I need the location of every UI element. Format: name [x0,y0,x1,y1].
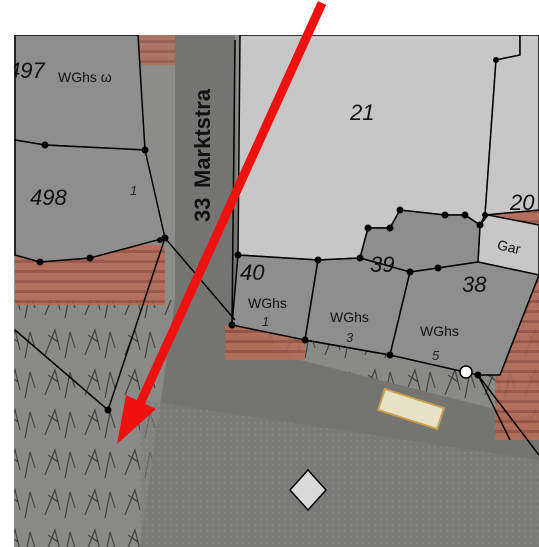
parcel-21-number: 21 [349,100,374,125]
diamond-object [288,468,328,512]
vehicle [376,387,446,431]
parcel-38-label: WGhs [420,323,459,339]
margin-top [0,0,539,35]
parcel-38-house-no: 5 [432,348,440,363]
margin-left [0,0,14,547]
street-number: 33 [190,198,215,222]
street-name: Marktstra [190,88,215,188]
parcel-39-label: WGhs [330,309,369,325]
parcel-498-number: 498 [30,185,67,210]
parcel-38-shape [389,261,539,376]
parcel-38-number: 38 [462,272,487,297]
cobble-square [140,400,539,547]
parcel-498-shape [14,139,166,263]
parcel-498-house-no: 1 [130,183,137,198]
parcel-39-house-no: 3 [346,330,354,345]
parcel-497-label: WGhs ω [58,69,112,85]
parcel-39-number: 39 [370,252,394,277]
parcel-gar-label: Gar [496,236,522,257]
parcel-40-house-no: 1 [262,314,269,329]
red-arrow-icon [117,1,327,444]
parcel-20-number: 20 [509,190,535,215]
parcel-40-label: WGhs [248,295,287,311]
parcel-497-number: 497 [8,58,45,83]
parcel-40-number: 40 [240,260,265,285]
street-label: 33 Marktstra [190,88,215,222]
survey-marker [459,365,473,379]
roof-top [135,35,175,65]
boundary-points [36,57,499,414]
parcel-497-shape [14,34,146,151]
